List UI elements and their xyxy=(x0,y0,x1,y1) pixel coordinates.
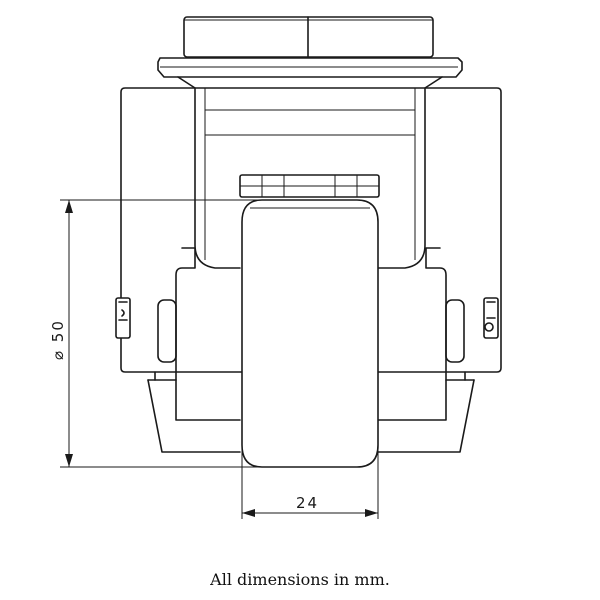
mounting-plate xyxy=(157,57,463,89)
caster-housing xyxy=(120,87,502,373)
fork-legs xyxy=(147,247,475,453)
mounting-nut xyxy=(183,16,434,58)
axle-bolt-right xyxy=(445,297,499,363)
height-dimension-label: ⌀ 50 xyxy=(49,319,67,360)
width-dimension: 24 xyxy=(241,445,379,519)
width-dimension-label: 24 xyxy=(296,494,319,512)
axle-bracket xyxy=(239,174,380,198)
axle-bolt-left xyxy=(115,297,177,363)
dimensions-caption: All dimensions in mm. xyxy=(210,570,390,589)
wheel xyxy=(241,199,379,468)
height-dimension: ⌀ 50 xyxy=(49,199,262,468)
